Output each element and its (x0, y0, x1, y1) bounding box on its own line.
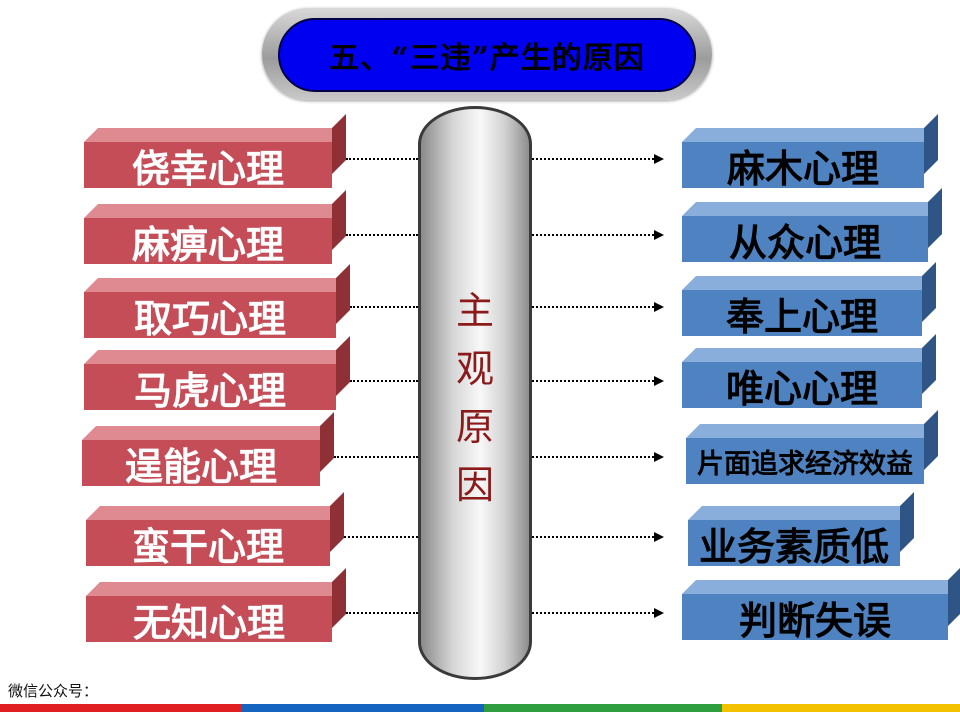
left-box-label: 麻痹心理 (131, 222, 284, 267)
left-box-label: 马虎心理 (133, 368, 286, 413)
connector-line (532, 234, 654, 236)
left-box: 逞能心理 (82, 440, 320, 489)
footer-bar-green (484, 704, 722, 712)
left-box-label: 无知心理 (132, 600, 285, 645)
right-box: 判断失误 (682, 594, 948, 643)
right-box-label: 片面追求经济效益 (697, 448, 913, 480)
connector-line (346, 158, 418, 160)
arrow-right-icon (654, 532, 664, 542)
connector-line (532, 158, 654, 160)
right-box: 唯心心理 (682, 362, 922, 411)
arrow-right-icon (654, 302, 664, 312)
arrow-right-icon (654, 608, 664, 618)
left-box: 马虎心理 (84, 364, 336, 413)
right-box: 奉上心理 (682, 290, 922, 339)
center-cylinder (418, 106, 532, 680)
connector-line (532, 456, 654, 458)
footer-bar-yellow (722, 704, 960, 712)
footer-label: 微信公众号： (8, 682, 99, 700)
right-box-label: 奉上心理 (725, 294, 878, 339)
center-label-char: 观 (455, 347, 494, 391)
left-box-label: 蛮干心理 (131, 524, 284, 569)
arrow-right-icon (654, 452, 664, 462)
connector-line (334, 456, 418, 458)
connector-line (350, 306, 418, 308)
left-box-label: 取巧心理 (133, 296, 286, 341)
arrow-right-icon (654, 230, 664, 240)
right-box: 麻木心理 (682, 142, 924, 191)
right-box-label: 业务素质低 (698, 524, 889, 569)
right-box-label: 麻木心理 (726, 146, 879, 191)
connector-line (532, 536, 654, 538)
left-box: 无知心理 (86, 596, 332, 645)
connector-line (532, 380, 654, 382)
connector-line (350, 380, 418, 382)
connector-line (532, 612, 654, 614)
right-box: 从众心理 (682, 216, 928, 265)
center-label: 主 观 原 因 (418, 282, 532, 514)
center-label-char: 主 (455, 289, 494, 333)
connector-line (346, 612, 418, 614)
connector-line (532, 306, 654, 308)
left-box: 麻痹心理 (84, 218, 332, 267)
right-box-label: 判断失误 (738, 598, 891, 643)
arrow-right-icon (654, 376, 664, 386)
center-label-char: 因 (455, 463, 494, 507)
left-box: 蛮干心理 (86, 520, 330, 569)
right-box: 片面追求经济效益 (686, 438, 924, 484)
footer-bar-red (0, 704, 242, 712)
connector-line (344, 536, 418, 538)
connector-line (346, 234, 418, 236)
page-title: 五、“三违”产生的原因 (329, 41, 645, 76)
right-box-label: 从众心理 (728, 220, 881, 265)
right-box: 业务素质低 (688, 520, 900, 569)
title-banner: 五、“三违”产生的原因 (278, 18, 696, 92)
arrow-right-icon (654, 154, 664, 164)
left-box: 侥幸心理 (84, 142, 332, 191)
left-box-label: 逞能心理 (124, 444, 277, 489)
center-label-char: 原 (455, 405, 494, 449)
left-box: 取巧心理 (84, 292, 336, 341)
footer-bar-blue (242, 704, 484, 712)
left-box-label: 侥幸心理 (131, 146, 284, 191)
right-box-label: 唯心心理 (725, 366, 878, 411)
